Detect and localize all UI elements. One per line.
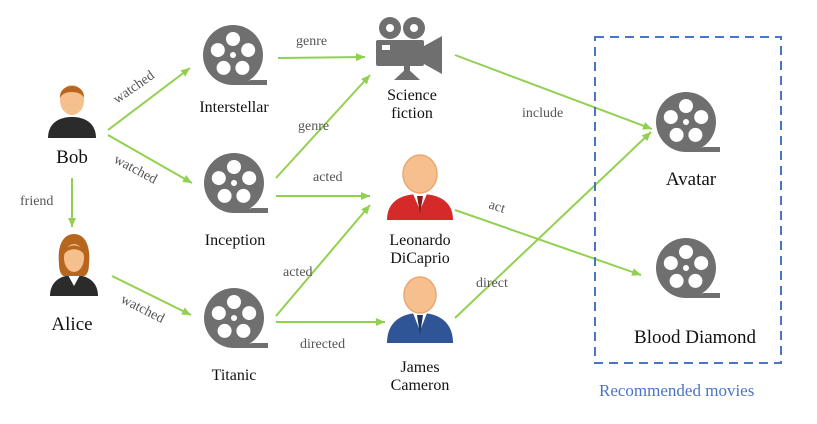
node-label-blood-diamond: Blood Diamond bbox=[634, 327, 756, 348]
titanic-film-reel-icon bbox=[204, 288, 268, 348]
edge-label-james-avatar: direct bbox=[476, 276, 508, 291]
edge-label-alice-titanic: watched bbox=[118, 292, 166, 327]
edge-scifi-avatar bbox=[454, 54, 653, 130]
node-label-bob: Bob bbox=[56, 147, 88, 168]
avatar-film-reel-icon bbox=[656, 92, 720, 152]
leonardo-dicaprio-person-icon bbox=[387, 154, 453, 220]
node-label-alice: Alice bbox=[51, 314, 92, 335]
node-label-scifi-line1: Science bbox=[387, 87, 437, 104]
node-label-inception: Inception bbox=[205, 232, 265, 249]
node-label-scifi-line2: fiction bbox=[391, 105, 433, 122]
edge-label-bob-inception: watched bbox=[111, 152, 159, 187]
node-label-leonardo-line1: Leonardo bbox=[389, 232, 450, 249]
edge-leo-blood bbox=[454, 209, 642, 276]
science-fiction-movie-camera-icon bbox=[376, 17, 442, 80]
edge-label-leo-blood: act bbox=[487, 198, 507, 217]
alice-user-icon bbox=[50, 234, 98, 296]
edges bbox=[68, 53, 653, 326]
bob-user-icon bbox=[48, 85, 96, 138]
edge-label-bob-interstellar: watched bbox=[111, 68, 158, 107]
node-label-james-line2: Cameron bbox=[391, 377, 450, 394]
recommended-movies-box bbox=[594, 36, 782, 364]
edge-label-bob-alice: friend bbox=[20, 194, 53, 209]
edge-label-titanic-leo: acted bbox=[283, 265, 313, 280]
node-label-james-line1: James bbox=[400, 359, 439, 376]
interstellar-film-reel-icon bbox=[203, 25, 267, 85]
edge-interstellar-scifi bbox=[277, 53, 366, 62]
edge-alice-titanic bbox=[111, 275, 192, 316]
edge-label-inception-scifi: genre bbox=[298, 119, 329, 134]
james-cameron-person-icon bbox=[387, 276, 453, 343]
edge-label-titanic-james: directed bbox=[300, 337, 345, 352]
inception-film-reel-icon bbox=[204, 153, 268, 213]
edge-titanic-leo bbox=[275, 204, 371, 317]
edge-label-scifi-avatar: include bbox=[522, 106, 563, 121]
edge-label-interstellar-scifi: genre bbox=[296, 34, 327, 49]
edge-bob-interstellar bbox=[107, 67, 191, 131]
edge-james-avatar bbox=[454, 131, 652, 319]
recommended-movies-label: Recommended movies bbox=[599, 381, 754, 400]
blood-diamond-film-reel-icon bbox=[656, 238, 720, 298]
node-label-leonardo-line2: DiCaprio bbox=[390, 250, 450, 267]
node-label-avatar: Avatar bbox=[666, 169, 717, 190]
edge-label-inception-leo: acted bbox=[313, 170, 343, 185]
node-label-titanic: Titanic bbox=[212, 367, 257, 384]
edge-inception-scifi bbox=[275, 74, 371, 179]
edge-bob-inception bbox=[107, 134, 193, 184]
node-label-interstellar: Interstellar bbox=[199, 99, 269, 116]
